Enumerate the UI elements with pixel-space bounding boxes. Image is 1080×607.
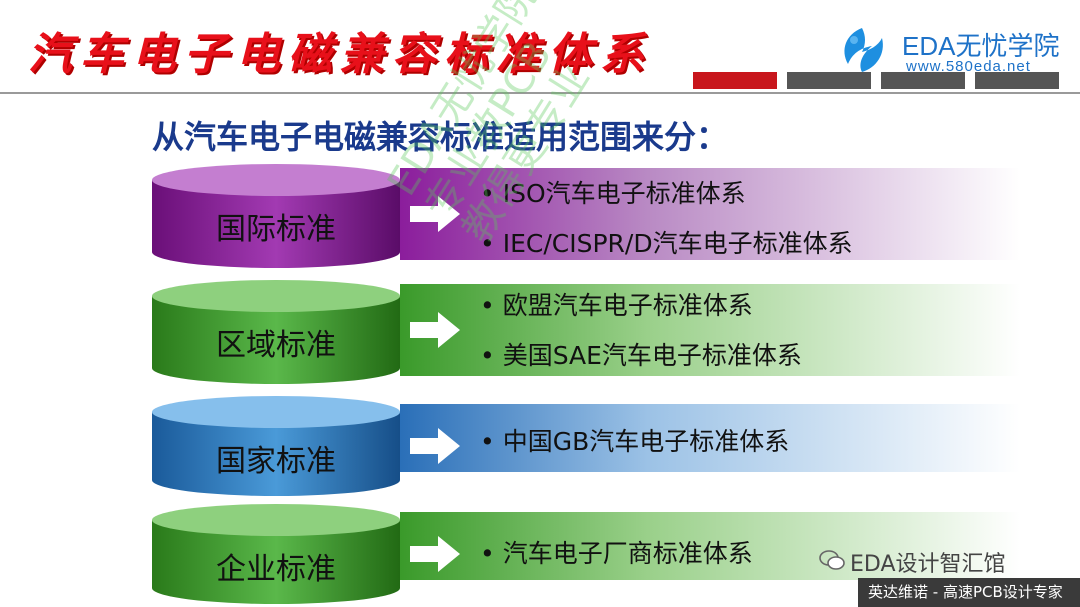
standard-item: • IEC/CISPR/D汽车电子标准体系 — [480, 229, 853, 258]
standard-item: • 中国GB汽车电子标准体系 — [480, 427, 790, 456]
header-bar-gray — [975, 72, 1059, 89]
category-row-national: 国家标准 • 中国GB汽车电子标准体系 — [150, 392, 1020, 496]
footer-slogan: 英达维诺 - 高速PCB设计专家 — [858, 578, 1080, 607]
category-band — [400, 404, 1020, 472]
category-band — [400, 168, 1020, 260]
brand-url: www.580eda.net — [906, 58, 1031, 75]
category-band — [400, 512, 1020, 580]
arrow-right-icon — [410, 536, 460, 572]
slide-subtitle: 从汽车电子电磁兼容标准适用范围来分： — [152, 118, 729, 156]
wechat-icon — [819, 550, 845, 570]
header-divider — [0, 92, 1080, 94]
standard-item: • 汽车电子厂商标准体系 — [480, 539, 753, 568]
category-label: 国际标准 — [216, 212, 336, 247]
arrow-right-icon — [410, 196, 460, 232]
eda-logo-icon — [844, 28, 883, 72]
header-bar-red — [693, 72, 777, 89]
category-label: 企业标准 — [216, 552, 336, 587]
standard-item: • ISO汽车电子标准体系 — [480, 179, 746, 208]
category-label: 区域标准 — [216, 328, 336, 363]
category-band — [400, 284, 1020, 376]
brand-name: EDA无忧学院 — [902, 31, 1060, 61]
standard-item: • 欧盟汽车电子标准体系 — [480, 291, 753, 320]
category-row-international: 国际标准 • ISO汽车电子标准体系 • IEC/CISPR/D汽车电子标准体系 — [150, 160, 1020, 270]
cylinder-shape — [152, 164, 400, 268]
category-label: 国家标准 — [216, 444, 336, 479]
slide-title: 汽车电子电磁兼容标准体系 — [28, 29, 652, 80]
cylinder-shape — [152, 280, 400, 384]
header-bar-gray — [787, 72, 871, 89]
arrow-right-icon — [410, 428, 460, 464]
account-name: EDA设计智汇馆 — [850, 552, 1006, 577]
header-bar-gray — [881, 72, 965, 89]
cylinder-shape — [152, 396, 400, 496]
arrow-right-icon — [410, 312, 460, 348]
standard-item: • 美国SAE汽车电子标准体系 — [480, 341, 802, 370]
category-row-regional: 区域标准 • 欧盟汽车电子标准体系 • 美国SAE汽车电子标准体系 — [150, 276, 1020, 386]
cylinder-shape — [152, 504, 400, 604]
category-row-enterprise: 企业标准 • 汽车电子厂商标准体系 — [150, 500, 1020, 604]
